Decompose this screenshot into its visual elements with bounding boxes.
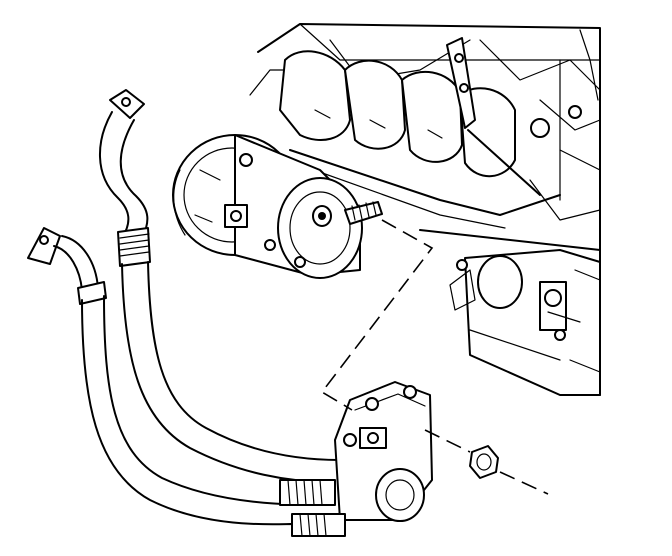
starter-motor (449, 249, 601, 396)
leader-lines (320, 219, 549, 495)
ac-compressor (172, 134, 383, 279)
retaining-nut (469, 445, 499, 479)
exhaust-manifold (279, 37, 561, 229)
engine-block (249, 23, 601, 396)
discharge-hose (98, 89, 341, 483)
leader-compressor-to-block (320, 219, 434, 411)
leader-block-to-nut (424, 429, 549, 495)
hose-manifold-block (279, 381, 433, 537)
